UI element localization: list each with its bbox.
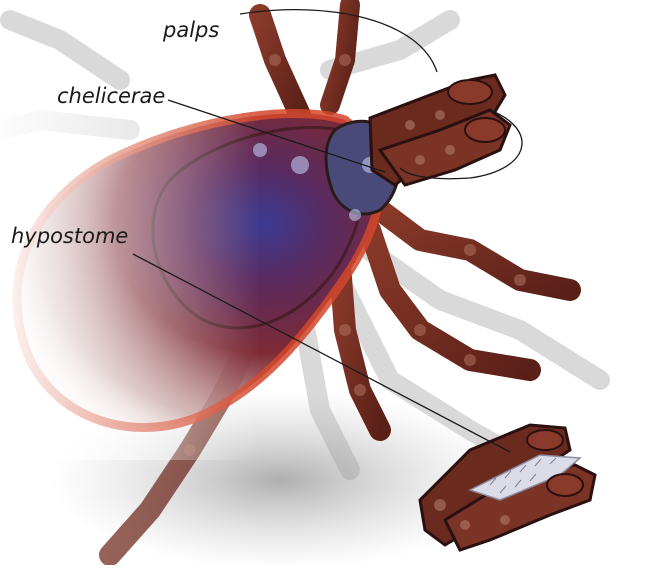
label-chelicerae: chelicerae bbox=[57, 86, 165, 107]
mouthparts-main bbox=[370, 75, 510, 185]
left-fade-overlay bbox=[0, 100, 260, 460]
label-hypostome: hypostome bbox=[11, 226, 128, 247]
label-palps: palps bbox=[163, 20, 219, 41]
